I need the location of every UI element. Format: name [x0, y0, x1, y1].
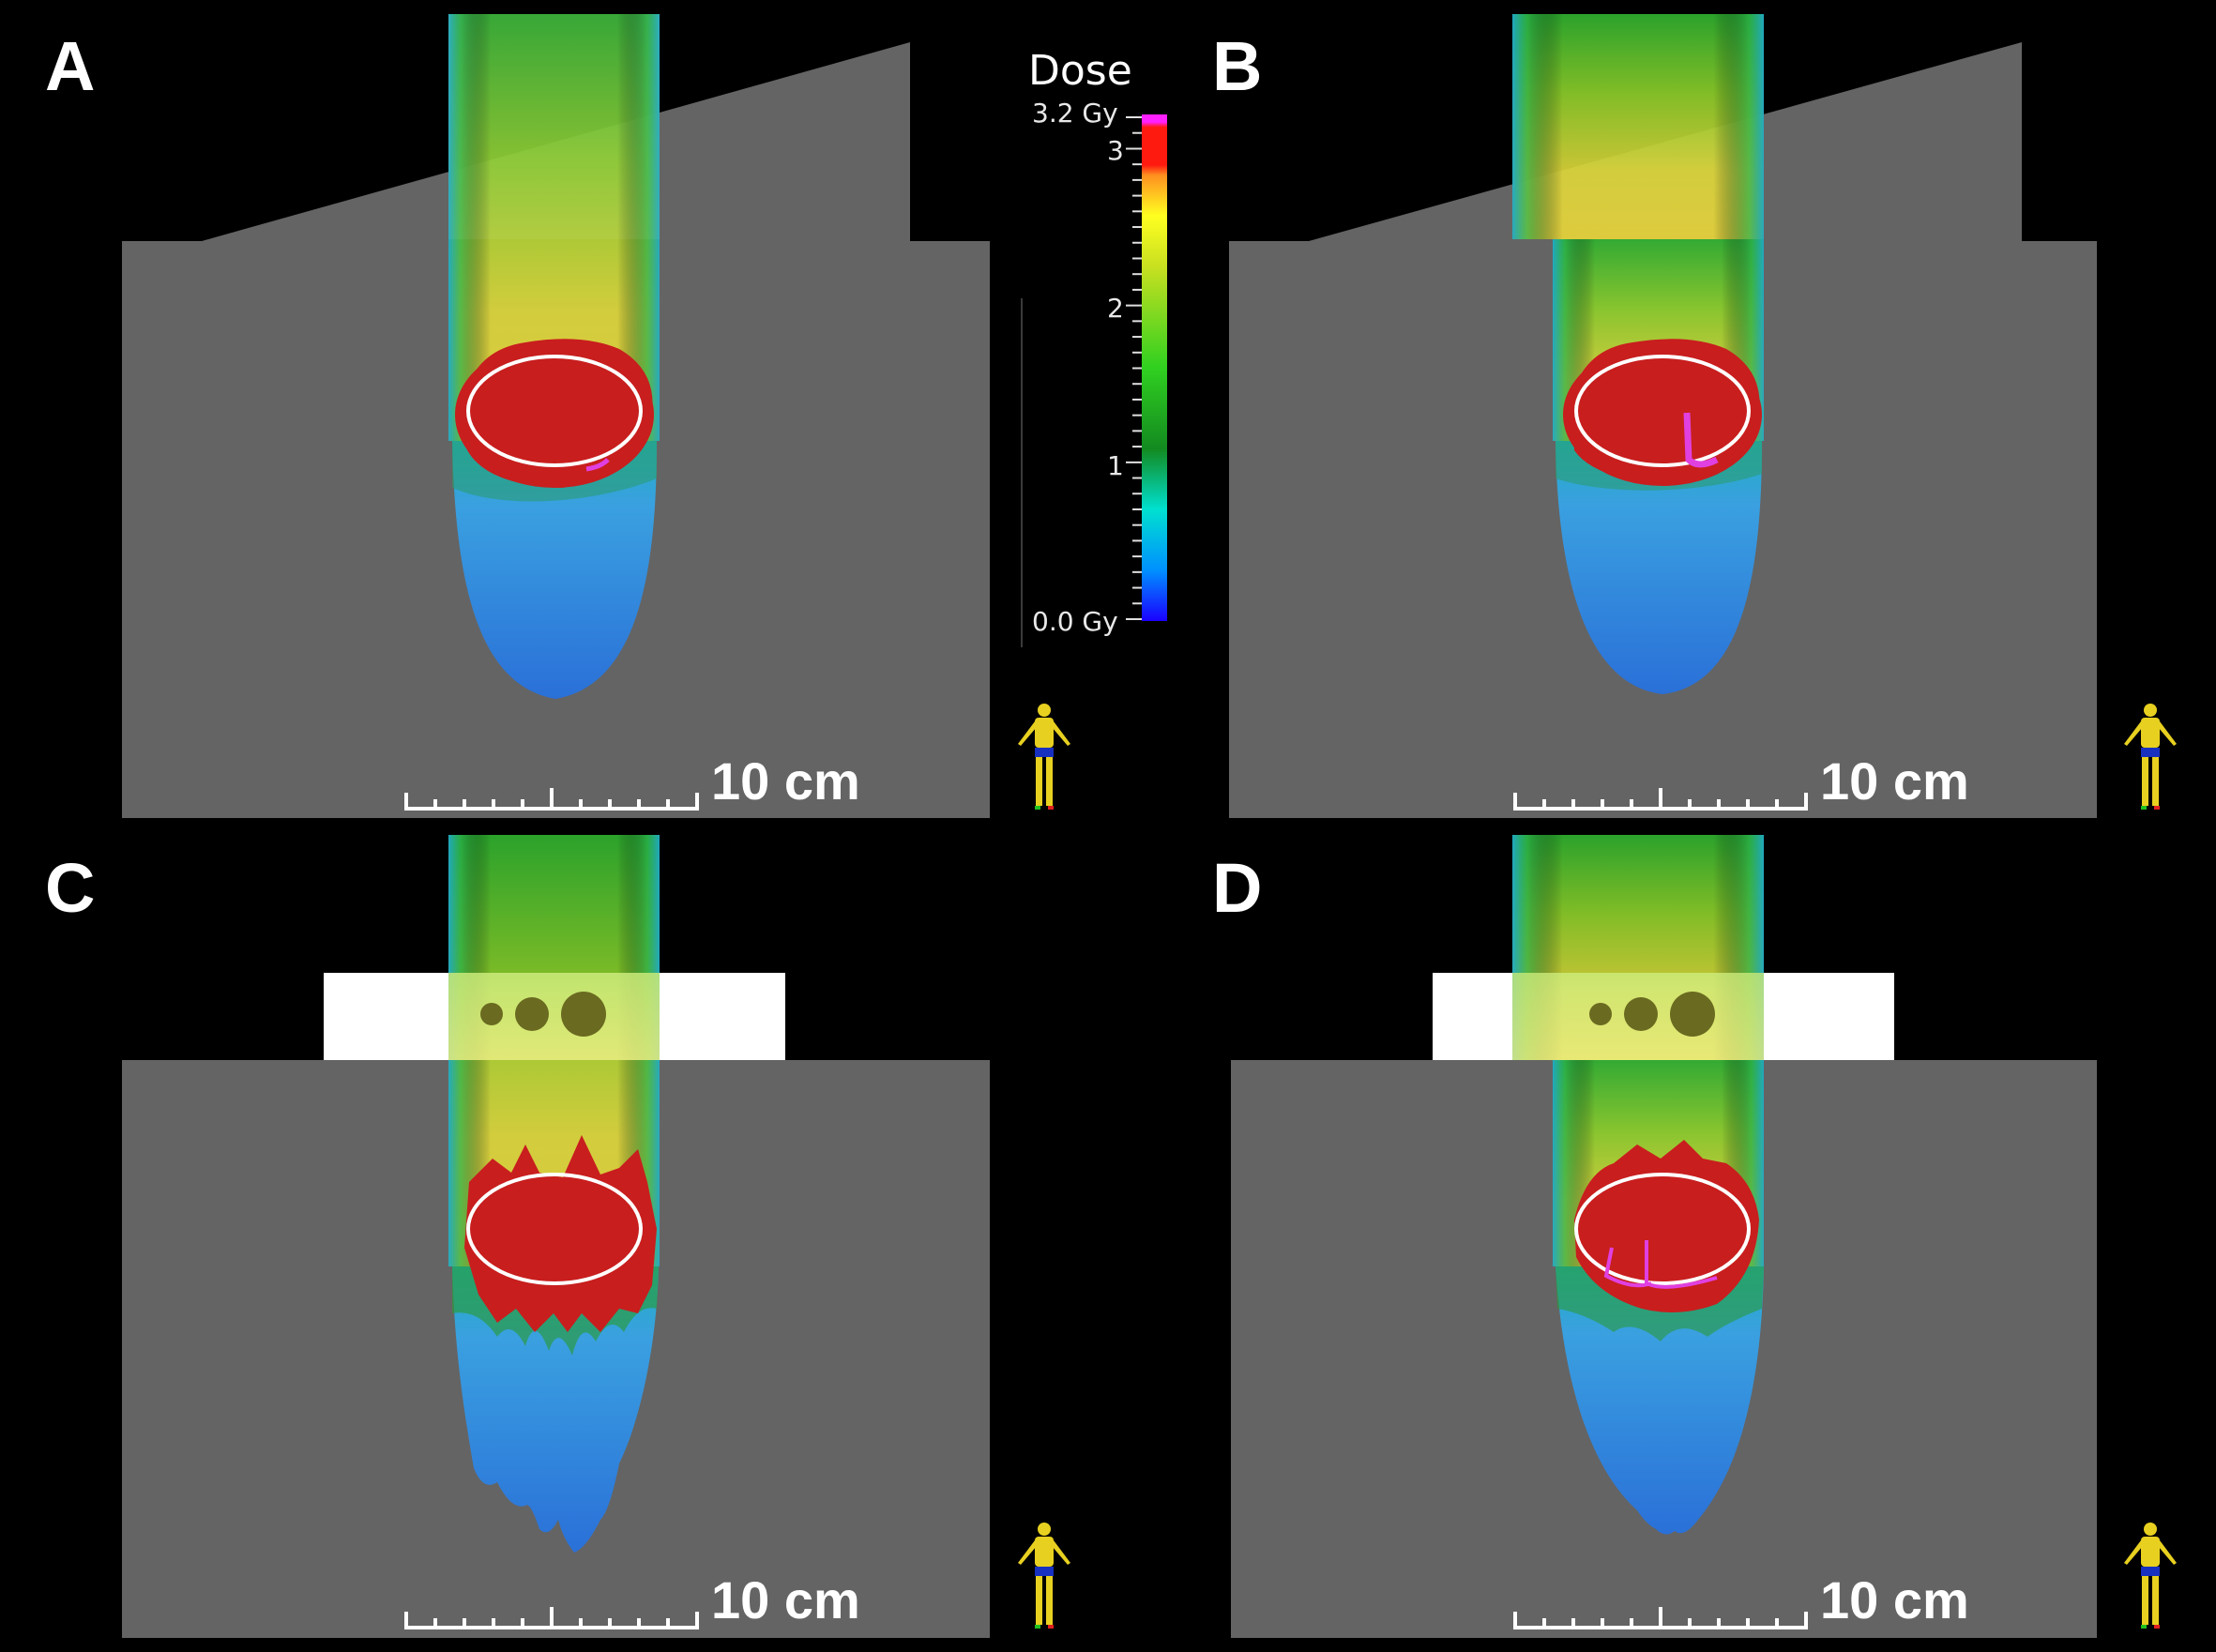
panel-d: [1231, 835, 2097, 1638]
target-contour: [1574, 1173, 1751, 1285]
bolus-hole: [480, 1003, 503, 1025]
hotspot: [1603, 1240, 1718, 1289]
bolus-hole: [515, 997, 549, 1031]
dose-tail: [452, 1266, 659, 1553]
target-dose-region: [464, 1135, 657, 1332]
scale-bar-label: 10 cm: [1820, 1570, 1969, 1629]
bolus-hole: [1589, 1003, 1612, 1025]
panel-label-d: D: [1212, 849, 1262, 927]
target-contour: [466, 355, 643, 467]
dose-tail: [1556, 441, 1762, 694]
scale-bar-b: 10 cm: [1513, 751, 1969, 811]
bolus-hole: [561, 992, 606, 1037]
dose-colorbar: Dose 3.2 Gy 3 2 1 0.0 Gy: [1021, 47, 1167, 647]
panel-a: [122, 14, 990, 818]
colorbar-tick-label: 3: [1107, 135, 1124, 166]
dose-tail: [452, 441, 657, 699]
target-contour: [1574, 355, 1751, 467]
colorbar-tick-label: 1: [1107, 450, 1124, 481]
colorbar-tick-label: 2: [1107, 293, 1124, 324]
panel-label-c: C: [45, 849, 95, 927]
colorbar-ticks: [1126, 116, 1142, 620]
bolus-hole: [1670, 992, 1715, 1037]
hotspot: [585, 458, 610, 472]
colorbar-gradient: [1142, 114, 1167, 621]
target-contour: [466, 1173, 643, 1285]
panel-b: [1229, 14, 2097, 818]
scale-bar-a: 10 cm: [404, 751, 860, 811]
bolus-hole: [1624, 997, 1658, 1031]
colorbar-title: Dose: [1028, 47, 1132, 95]
scale-bar-d: 10 cm: [1513, 1570, 1969, 1629]
hotspot: [1683, 412, 1719, 468]
scale-bar-label: 10 cm: [711, 751, 860, 811]
panel-label-a: A: [45, 27, 95, 105]
scale-bar-label: 10 cm: [1820, 751, 1969, 811]
panel-label-b: B: [1212, 27, 1262, 105]
scale-bar-c: 10 cm: [404, 1570, 860, 1629]
panel-c: [122, 835, 990, 1638]
scale-bar-label: 10 cm: [711, 1570, 860, 1629]
colorbar-max-label: 3.2 Gy: [1032, 98, 1118, 129]
colorbar-min-label: 0.0 Gy: [1032, 606, 1118, 637]
